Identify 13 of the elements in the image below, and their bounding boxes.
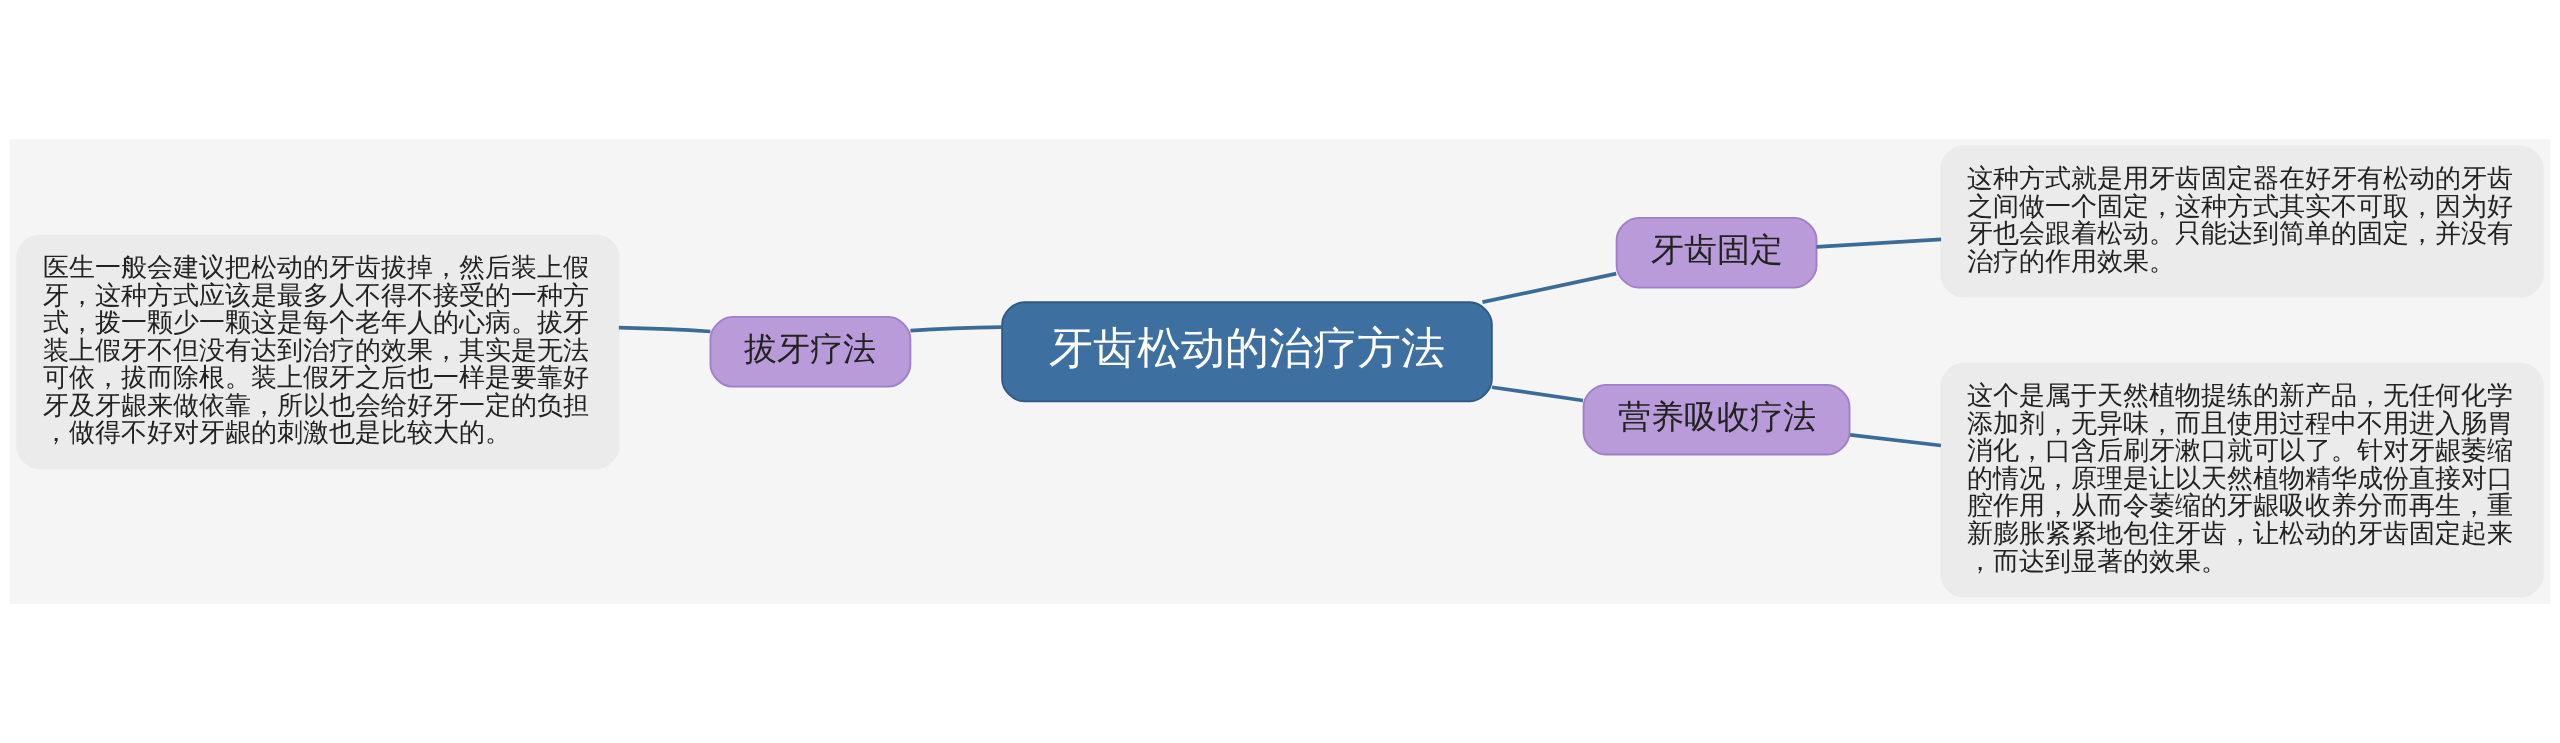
node-box: 这个是属于天然植物提练的新产品，无任何化学添加剂，无异味，而且使用过程中不用进入肠胃消化，口含后刷牙漱口就可以了。针对牙龈萎缩的情况，原理是让以天然植物精华成份直接对口腔作用，从而令萎缩的牙龈吸收养分而再生，重新膨胀紧紧地包住牙齿，让松动的牙齿固定起来，而达到显著的效果。 (1940, 362, 2544, 598)
node-box: 医生一般会建议把松动的牙齿拔掉，然后装上假牙，这种方式应该是最多人不得不接受的一种方式，拨一颗少一颗这是每个老年人的心病。拔牙装上假牙不但没有达到治疗的效果，其实是无法可依，拔而除根。装上假牙之后也一样是要靠好牙及牙龈来做依靠，所以也会给好牙一定的负担，做得不好对牙龈的刺激也是比较大的。 (16, 234, 620, 470)
node-box: 拔牙疗法 (709, 316, 912, 388)
connector (618, 325, 711, 334)
node-box: 牙齿松动的治疗方法 (1001, 301, 1493, 403)
connector (1849, 433, 1942, 448)
connector (910, 325, 1002, 333)
connector (1816, 237, 1942, 249)
connector (1482, 271, 1617, 304)
node-box: 营养吸收疗法 (1582, 383, 1851, 456)
node-box: 这种方式就是用牙齿固定器在好牙有松动的牙齿之间做一个固定，这种方式其实不可取，因为好牙也会跟着松动。只能达到简单的固定，并没有治疗的作用效果。 (1940, 145, 2544, 298)
node-box: 牙齿固定 (1615, 216, 1818, 289)
connector (1491, 385, 1584, 403)
